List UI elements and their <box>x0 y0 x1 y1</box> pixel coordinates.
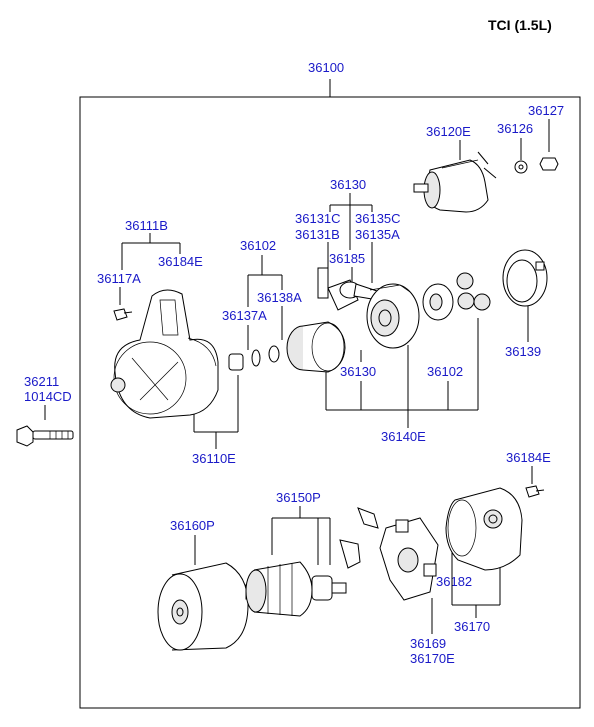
model-title: TCI (1.5L) <box>488 17 552 33</box>
rear-bracket-36182 <box>445 487 523 571</box>
label-36185[interactable]: 36185 <box>329 251 365 266</box>
internal-gear-36135 <box>366 283 420 349</box>
label-36139[interactable]: 36139 <box>505 344 541 359</box>
label-36169[interactable]: 36169 <box>410 636 446 651</box>
label-36135A[interactable]: 36135A <box>355 227 400 242</box>
label-36130-top[interactable]: 36130 <box>330 177 366 192</box>
nut-36127 <box>539 157 559 171</box>
label-36131C[interactable]: 36131C <box>295 211 341 226</box>
shaft-gear-36102 <box>422 272 491 321</box>
label-36117A[interactable]: 36117A <box>97 271 141 286</box>
label-36110E[interactable]: 36110E <box>192 451 236 466</box>
label-36120E[interactable]: 36120E <box>426 124 471 139</box>
screw-36184E <box>525 485 545 498</box>
label-36184E-top[interactable]: 36184E <box>158 254 203 269</box>
label-36131B[interactable]: 36131B <box>295 227 340 242</box>
label-36135C[interactable]: 36135C <box>355 211 401 226</box>
brush-holder-36169 <box>339 507 439 601</box>
label-36184E-bottom[interactable]: 36184E <box>506 450 551 465</box>
label-36102-top[interactable]: 36102 <box>240 238 276 253</box>
label-36170[interactable]: 36170 <box>454 619 490 634</box>
through-bolt-36211 <box>16 425 74 447</box>
label-36140E[interactable]: 36140E <box>381 429 426 444</box>
label-36127[interactable]: 36127 <box>528 103 564 118</box>
label-36100[interactable]: 36100 <box>308 60 344 75</box>
label-1014CD[interactable]: 1014CD <box>24 389 72 404</box>
label-36137A[interactable]: 36137A <box>222 308 267 323</box>
bolt-36117A <box>113 308 133 321</box>
bushing-36102 <box>228 345 280 371</box>
label-36150P[interactable]: 36150P <box>276 490 321 505</box>
label-36160P[interactable]: 36160P <box>170 518 215 533</box>
label-36138A[interactable]: 36138A <box>257 290 302 305</box>
solenoid-switch-36120E <box>413 151 497 213</box>
label-36130-mid[interactable]: 36130 <box>340 364 376 379</box>
washer-36126 <box>514 160 528 174</box>
packing-ring-36139 <box>502 249 548 307</box>
overrunning-clutch-36130 <box>286 267 359 373</box>
label-36111B[interactable]: 36111B <box>125 218 168 233</box>
label-36211[interactable]: 36211 <box>24 374 59 389</box>
armature-36150P <box>245 561 347 617</box>
yoke-assy-36160P <box>157 562 249 651</box>
label-36170E[interactable]: 36170E <box>410 651 455 666</box>
label-36102-mid[interactable]: 36102 <box>427 364 463 379</box>
front-housing-36110E <box>110 289 219 419</box>
label-36126[interactable]: 36126 <box>497 121 533 136</box>
label-36182[interactable]: 36182 <box>436 574 472 589</box>
